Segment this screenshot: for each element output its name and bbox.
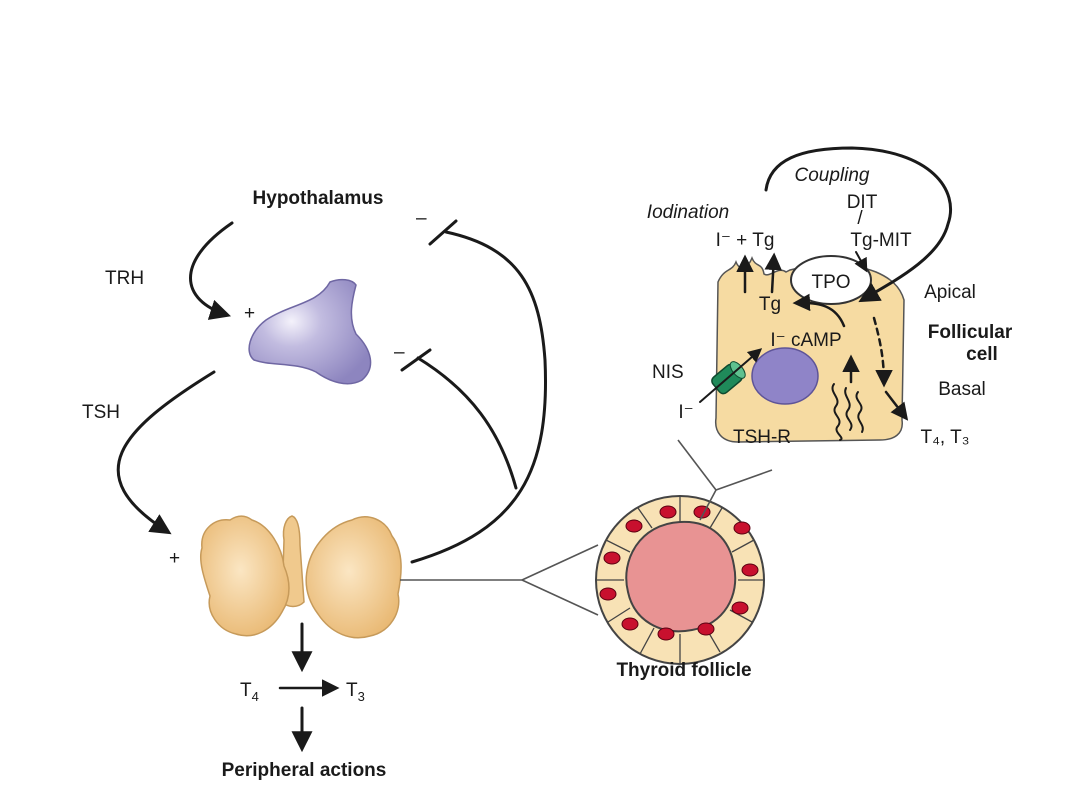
tsh-arrow <box>116 370 216 535</box>
thyroid-gland <box>199 515 402 639</box>
tsh-receptor <box>831 383 864 441</box>
dit-label: DIT <box>847 192 878 213</box>
tpo-enzyme <box>790 255 872 305</box>
tg-label: Tg <box>759 294 781 315</box>
iodination-label: Iodination <box>647 202 729 223</box>
dit-slash: / <box>857 208 863 229</box>
inhibition-bar-pituitary <box>400 348 432 372</box>
hypothalamus-label: Hypothalamus <box>253 188 384 209</box>
minus-sign-pituitary: – <box>394 342 405 363</box>
apical-label: Apical <box>924 282 976 303</box>
iodide-plus-tg-label: I⁻ + Tg <box>716 230 775 251</box>
coupling-label: Coupling <box>795 165 870 186</box>
t4-label: T4 <box>240 680 259 704</box>
cell-nucleus <box>751 347 819 405</box>
thyroid-follicle-label: Thyroid follicle <box>616 660 751 681</box>
tg-mit-label: Tg-MIT <box>850 230 912 251</box>
tsh-label: TSH <box>82 402 120 423</box>
t4-t3-cell-label: T₄, T₃ <box>921 427 970 448</box>
feedback-line-hypothalamus <box>410 230 548 564</box>
pituitary-gland <box>248 278 372 385</box>
hormone-release-dashed-arrow <box>872 316 893 388</box>
trh-label: TRH <box>105 268 144 289</box>
coupling-arrow <box>764 146 953 303</box>
nis-label: NIS <box>652 362 684 383</box>
t3-label: T3 <box>346 680 365 704</box>
inhibition-bar-hypothalamus <box>428 219 458 246</box>
tg-synthesis-arrow <box>792 293 846 328</box>
tsh-r-label: TSH-R <box>733 427 791 448</box>
tpo-label: TPO <box>811 272 850 293</box>
connector-thyroid-follicle <box>400 544 599 616</box>
minus-sign-hypothalamus: – <box>416 208 427 229</box>
follicular-cell-label-1: Follicular <box>928 322 1013 343</box>
plus-sign-pituitary: + <box>244 303 255 324</box>
peripheral-actions-label: Peripheral actions <box>222 760 387 781</box>
iodide-uptake-arrow <box>699 348 763 403</box>
dit-tgmit-arrow <box>854 251 868 273</box>
iodide-outside-label: I⁻ <box>678 402 693 423</box>
connector-follicle-cell <box>677 439 773 521</box>
trh-arrow <box>189 221 234 320</box>
follicular-cell-label-2: cell <box>966 344 998 365</box>
t4-t3-secretion-arrow <box>884 390 909 421</box>
tg-exit-arrow <box>764 252 782 294</box>
thyroid-follicle <box>595 495 765 665</box>
iodide-camp-label: I⁻ cAMP <box>770 330 841 351</box>
plus-sign-thyroid: + <box>169 548 180 569</box>
basal-label: Basal <box>938 379 986 400</box>
feedback-line-pituitary <box>416 356 518 490</box>
